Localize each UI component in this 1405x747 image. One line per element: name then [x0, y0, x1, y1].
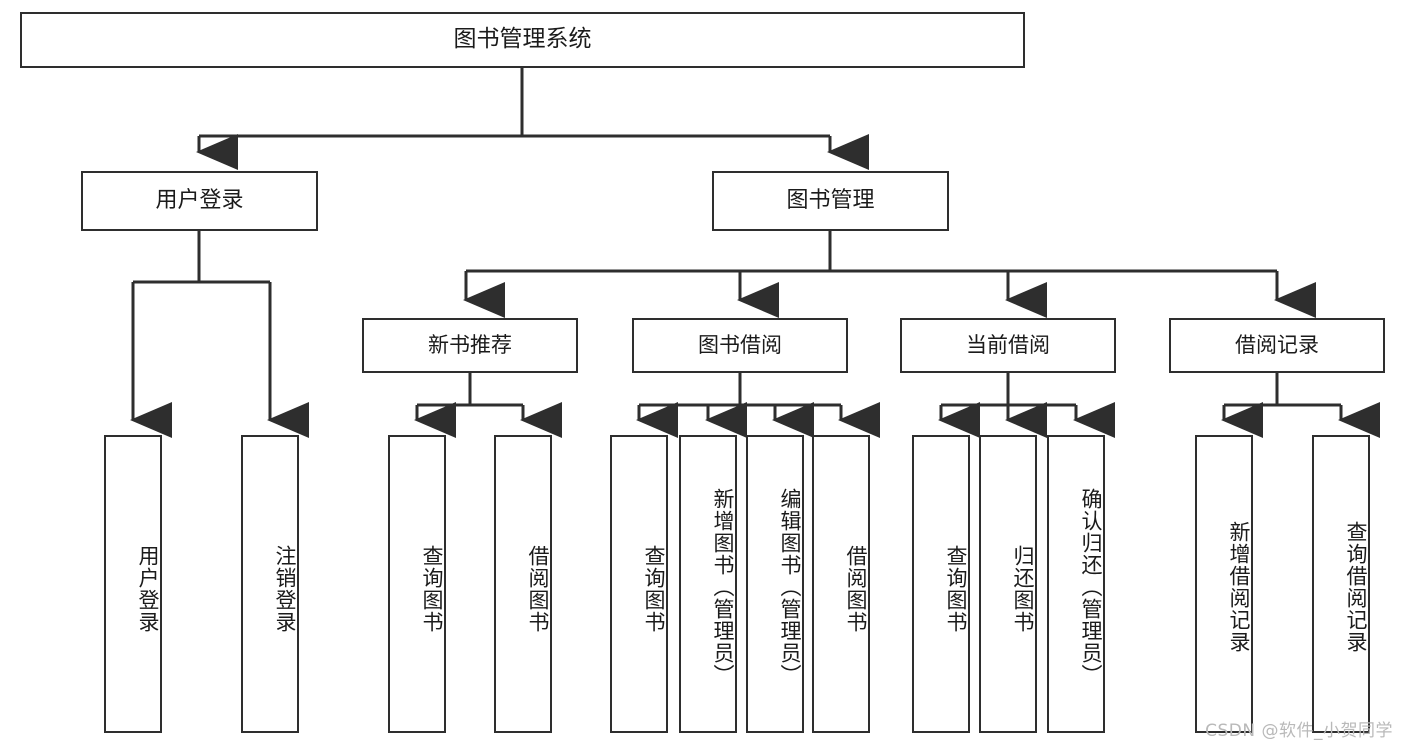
node-label: 图书管理 — [786, 188, 875, 214]
node-label: 新增图书（管理员） — [711, 488, 735, 686]
node-label: 图书管理系统 — [453, 26, 592, 53]
node-user-login[interactable]: 用户登录 — [81, 171, 318, 231]
leaf-add-borrow-record[interactable]: 新增借阅记录 — [1195, 435, 1253, 733]
node-root-book-management-system[interactable]: 图书管理系统 — [20, 12, 1025, 68]
leaf-user-login[interactable]: 用户登录 — [104, 435, 162, 733]
leaf-borrow-book-recommend[interactable]: 借阅图书 — [494, 435, 552, 733]
node-new-book-recommend[interactable]: 新书推荐 — [362, 318, 578, 373]
leaf-query-borrow-record[interactable]: 查询借阅记录 — [1312, 435, 1370, 733]
node-label: 用户登录 — [155, 188, 244, 214]
node-label: 借阅记录 — [1235, 333, 1319, 358]
leaf-add-book-admin[interactable]: 新增图书（管理员） — [679, 435, 737, 733]
node-label: 查询图书 — [944, 545, 968, 633]
leaf-return-book[interactable]: 归还图书 — [979, 435, 1037, 733]
leaf-query-book-borrow[interactable]: 查询图书 — [610, 435, 668, 733]
node-current-borrow[interactable]: 当前借阅 — [900, 318, 1116, 373]
node-label: 当前借阅 — [966, 333, 1050, 358]
leaf-query-book-current[interactable]: 查询图书 — [912, 435, 970, 733]
node-label: 图书借阅 — [698, 333, 782, 358]
node-label: 查询借阅记录 — [1344, 521, 1368, 653]
leaf-edit-book-admin[interactable]: 编辑图书（管理员） — [746, 435, 804, 733]
node-label: 确认归还（管理员） — [1079, 488, 1103, 686]
node-label: 编辑图书（管理员） — [778, 488, 802, 686]
node-label: 查询图书 — [420, 545, 444, 633]
leaf-borrow-book[interactable]: 借阅图书 — [812, 435, 870, 733]
node-label: 查询图书 — [642, 545, 666, 633]
leaf-confirm-return-admin[interactable]: 确认归还（管理员） — [1047, 435, 1105, 733]
node-label: 新增借阅记录 — [1227, 521, 1251, 653]
node-book-management[interactable]: 图书管理 — [712, 171, 949, 231]
node-label: 用户登录 — [136, 545, 160, 633]
node-label: 归还图书 — [1011, 545, 1035, 633]
leaf-query-book-recommend[interactable]: 查询图书 — [388, 435, 446, 733]
node-borrow-record[interactable]: 借阅记录 — [1169, 318, 1385, 373]
node-label: 借阅图书 — [844, 545, 868, 633]
node-book-borrow[interactable]: 图书借阅 — [632, 318, 848, 373]
node-label: 注销登录 — [273, 545, 297, 633]
node-label: 借阅图书 — [526, 545, 550, 633]
leaf-logout[interactable]: 注销登录 — [241, 435, 299, 733]
node-label: 新书推荐 — [428, 333, 512, 358]
